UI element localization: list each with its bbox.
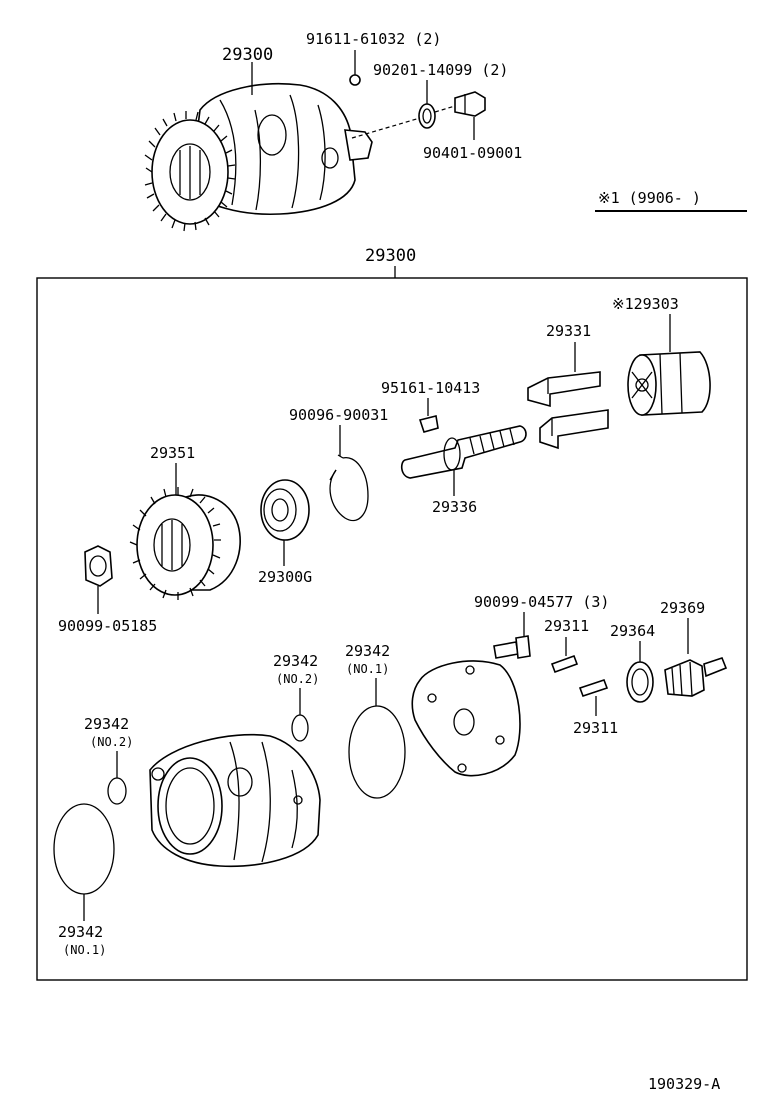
label-pin-a: 29311 xyxy=(544,617,589,635)
end-plate-illustration xyxy=(411,660,521,777)
label-oring-no2-b: 29342 xyxy=(84,715,129,733)
label-oring-no1-a-sub: (NO.1) xyxy=(346,662,389,676)
label-oring-no2-a-sub: (NO.2) xyxy=(276,672,319,686)
label-brush: 29331 xyxy=(546,322,591,340)
snap-ring-illustration xyxy=(329,454,369,522)
gear-illustration xyxy=(129,487,241,600)
label-fitting: 29369 xyxy=(660,599,705,617)
pin-a-illustration xyxy=(550,654,579,674)
shaft-illustration xyxy=(400,425,527,479)
top-assembly-illustration xyxy=(144,50,486,232)
label-bearing: 29300G xyxy=(258,568,312,586)
bearing-illustration xyxy=(260,479,310,541)
oring-no2-a-illustration xyxy=(291,714,309,742)
key-illustration xyxy=(418,415,439,433)
nut-illustration xyxy=(84,545,113,587)
label-oring-no1-b-sub: (NO.1) xyxy=(63,943,106,957)
label-pin-b: 29311 xyxy=(573,719,618,737)
label-screw: 90099-04577 (3) xyxy=(474,593,609,611)
screw-illustration xyxy=(493,635,531,659)
label-box-title: 29300 xyxy=(365,246,416,266)
label-washer-r: 29364 xyxy=(610,622,655,640)
label-nut: 90099-05185 xyxy=(58,617,157,635)
label-snap-ring: 90096-90031 xyxy=(289,406,388,424)
fitting-illustration xyxy=(664,657,728,697)
label-oring-no1-a: 29342 xyxy=(345,642,390,660)
pin-b-illustration xyxy=(578,678,609,698)
label-key: 95161-10413 xyxy=(381,379,480,397)
assembly-box xyxy=(36,277,748,981)
oring-no2-b-illustration xyxy=(107,777,127,805)
label-washer-top: 90201-14099 (2) xyxy=(373,61,508,79)
drawing-id: 190329-A xyxy=(648,1075,720,1093)
label-oring-no1-b: 29342 xyxy=(58,923,103,941)
label-commutator: ※129303 xyxy=(612,295,679,313)
washer-r-illustration xyxy=(626,661,654,703)
label-shaft: 29336 xyxy=(432,498,477,516)
note-text: ※1 (9906- ) xyxy=(598,189,701,207)
label-assy-top: 29300 xyxy=(222,45,273,65)
label-oring-no2-a: 29342 xyxy=(273,652,318,670)
label-oring-no2-b-sub: (NO.2) xyxy=(90,735,133,749)
label-gear: 29351 xyxy=(150,444,195,462)
brush-illustration xyxy=(527,371,609,450)
oring-no1-a-illustration xyxy=(348,705,406,799)
commutator-illustration xyxy=(627,351,711,416)
label-stud-top: 90401-09001 xyxy=(423,144,522,162)
oring-no1-b-illustration xyxy=(53,803,115,895)
housing-illustration xyxy=(149,733,321,868)
label-bolt-top: 91611-61032 (2) xyxy=(306,30,441,48)
